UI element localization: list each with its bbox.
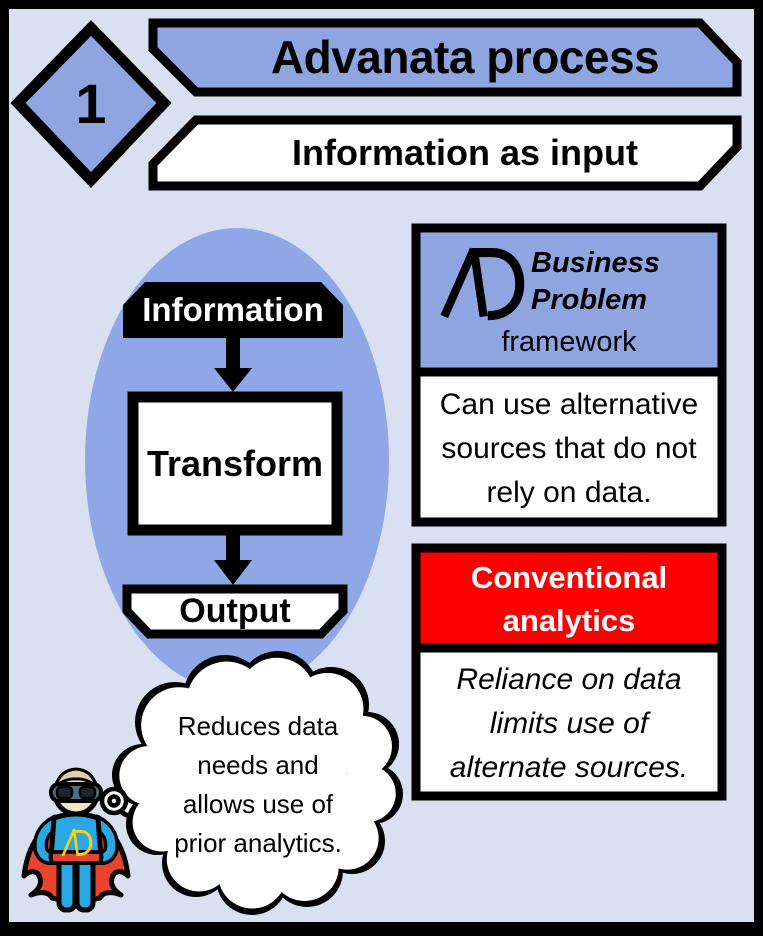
output-box-shape	[122, 584, 348, 639]
body-line: Reliance on data	[456, 663, 682, 696]
information-box-shape	[123, 282, 343, 338]
hero-leg	[74, 855, 96, 913]
arrow-down-icon	[214, 334, 252, 392]
hero-leg	[56, 855, 78, 913]
flow-input-label: Information	[142, 291, 324, 328]
page-title: Advanata process	[270, 31, 660, 83]
subtitle-banner-shape	[148, 115, 742, 191]
superhero-illustration	[21, 767, 131, 913]
body-line: Can use alternative	[439, 388, 699, 421]
title-line: analytics	[502, 603, 636, 638]
bubble-line: prior analytics.	[174, 828, 342, 858]
title-line: Conventional	[470, 560, 668, 595]
flow-output-label: Output	[179, 591, 291, 630]
bubble-line: allows use of	[182, 789, 334, 819]
transform-box-shape	[127, 391, 343, 536]
thought-bubble-dot	[107, 794, 121, 808]
brand-line: Problem	[531, 284, 648, 316]
framework-brand-name: Business Problem	[531, 244, 721, 320]
hero-chest-logo-icon	[61, 828, 93, 857]
flow-transform-label: Transform	[146, 442, 324, 484]
arrow-down-icon	[214, 532, 252, 585]
title-banner-shape	[148, 18, 742, 97]
step-diamond-shape	[10, 20, 172, 188]
thought-bubble-text: Reduces data needs and allows use of pri…	[150, 706, 366, 864]
framework-label: framework	[501, 325, 637, 358]
conventional-card-header	[411, 543, 727, 653]
bubble-line: needs and	[197, 750, 319, 780]
page-subtitle: Information as input	[292, 132, 638, 173]
body-line: rely on data.	[486, 476, 652, 509]
hero-visor-lens	[78, 785, 97, 800]
body-line: sources that do not	[441, 432, 697, 465]
framework-card-header	[411, 223, 727, 377]
brand-line: Business	[531, 247, 660, 279]
framework-card-body: Can use alternative sources that do not …	[424, 382, 714, 516]
hero-belt	[49, 850, 103, 865]
conventional-card-title: Conventional analytics	[424, 556, 714, 642]
body-line: limits use of	[489, 707, 649, 740]
bubble-line: Reduces data	[177, 711, 339, 741]
thought-bubble-dot	[99, 786, 129, 816]
hero-visor-lens	[55, 785, 74, 800]
conventional-card-body: Reliance on data limits use of alternate…	[424, 658, 714, 790]
ad-logo-icon	[440, 247, 525, 321]
step-number: 1	[75, 71, 107, 135]
body-line: alternate sources.	[449, 751, 689, 784]
